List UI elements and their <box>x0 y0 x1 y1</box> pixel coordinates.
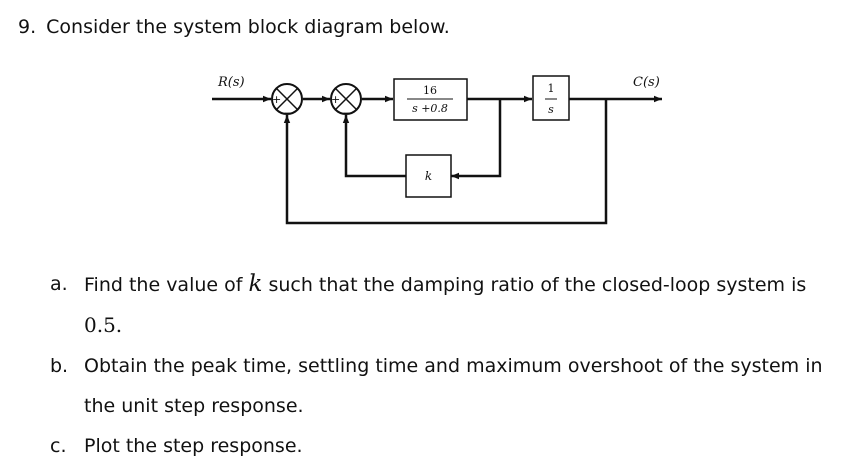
part-a: a. Find the value of k such that the dam… <box>50 264 850 346</box>
summing-junction-1: + − <box>271 83 303 120</box>
part-b: b. Obtain the peak time, settling time a… <box>50 346 850 426</box>
block2-numerator: 1 <box>548 82 555 95</box>
transfer-block-2: 1 s <box>532 75 570 121</box>
block1-denominator: s +0.8 <box>412 102 448 115</box>
part-b-line2: the unit step response. <box>84 395 304 417</box>
part-c-label: c. <box>50 435 67 457</box>
part-b-line1: Obtain the peak time, settling time and … <box>84 355 823 377</box>
part-a-variable: k <box>248 271 263 297</box>
summer1-minus-sign: − <box>283 106 293 120</box>
transfer-block-1: 16 s +0.8 <box>393 78 468 121</box>
question-text: Consider the system block diagram below. <box>46 16 450 38</box>
outer-feedback-path <box>283 99 608 225</box>
block-diagram: R(s) C(s) + − + − 16 s +0.8 1 s k <box>212 75 662 225</box>
question-parts: a. Find the value of k such that the dam… <box>50 264 850 466</box>
block2-denominator: s <box>548 103 554 116</box>
input-label: R(s) <box>217 75 245 90</box>
part-b-label: b. <box>50 355 69 377</box>
summer1-plus-sign: + <box>272 93 281 106</box>
part-a-label: a. <box>50 273 68 295</box>
part-a-value: 0.5. <box>84 313 123 337</box>
summing-junction-2: + − <box>330 83 362 120</box>
output-label: C(s) <box>633 75 660 90</box>
part-a-text-after: such that the damping ratio of the close… <box>262 274 807 296</box>
part-c: c. Plot the step response. <box>50 426 850 466</box>
question-number: 9. <box>18 16 37 38</box>
feedback-gain-label: k <box>425 169 432 183</box>
inner-feedback-path <box>451 99 502 180</box>
part-c-text: Plot the step response. <box>84 435 303 457</box>
summer2-minus-sign: − <box>342 106 352 120</box>
question-header: 9. Consider the system block diagram belo… <box>18 14 450 40</box>
inner-feedback-return <box>342 115 406 178</box>
block1-numerator: 16 <box>423 84 437 97</box>
part-a-text-before: Find the value of <box>84 274 249 296</box>
feedback-block-k: k <box>405 154 452 198</box>
summer2-plus-sign: + <box>331 93 340 106</box>
